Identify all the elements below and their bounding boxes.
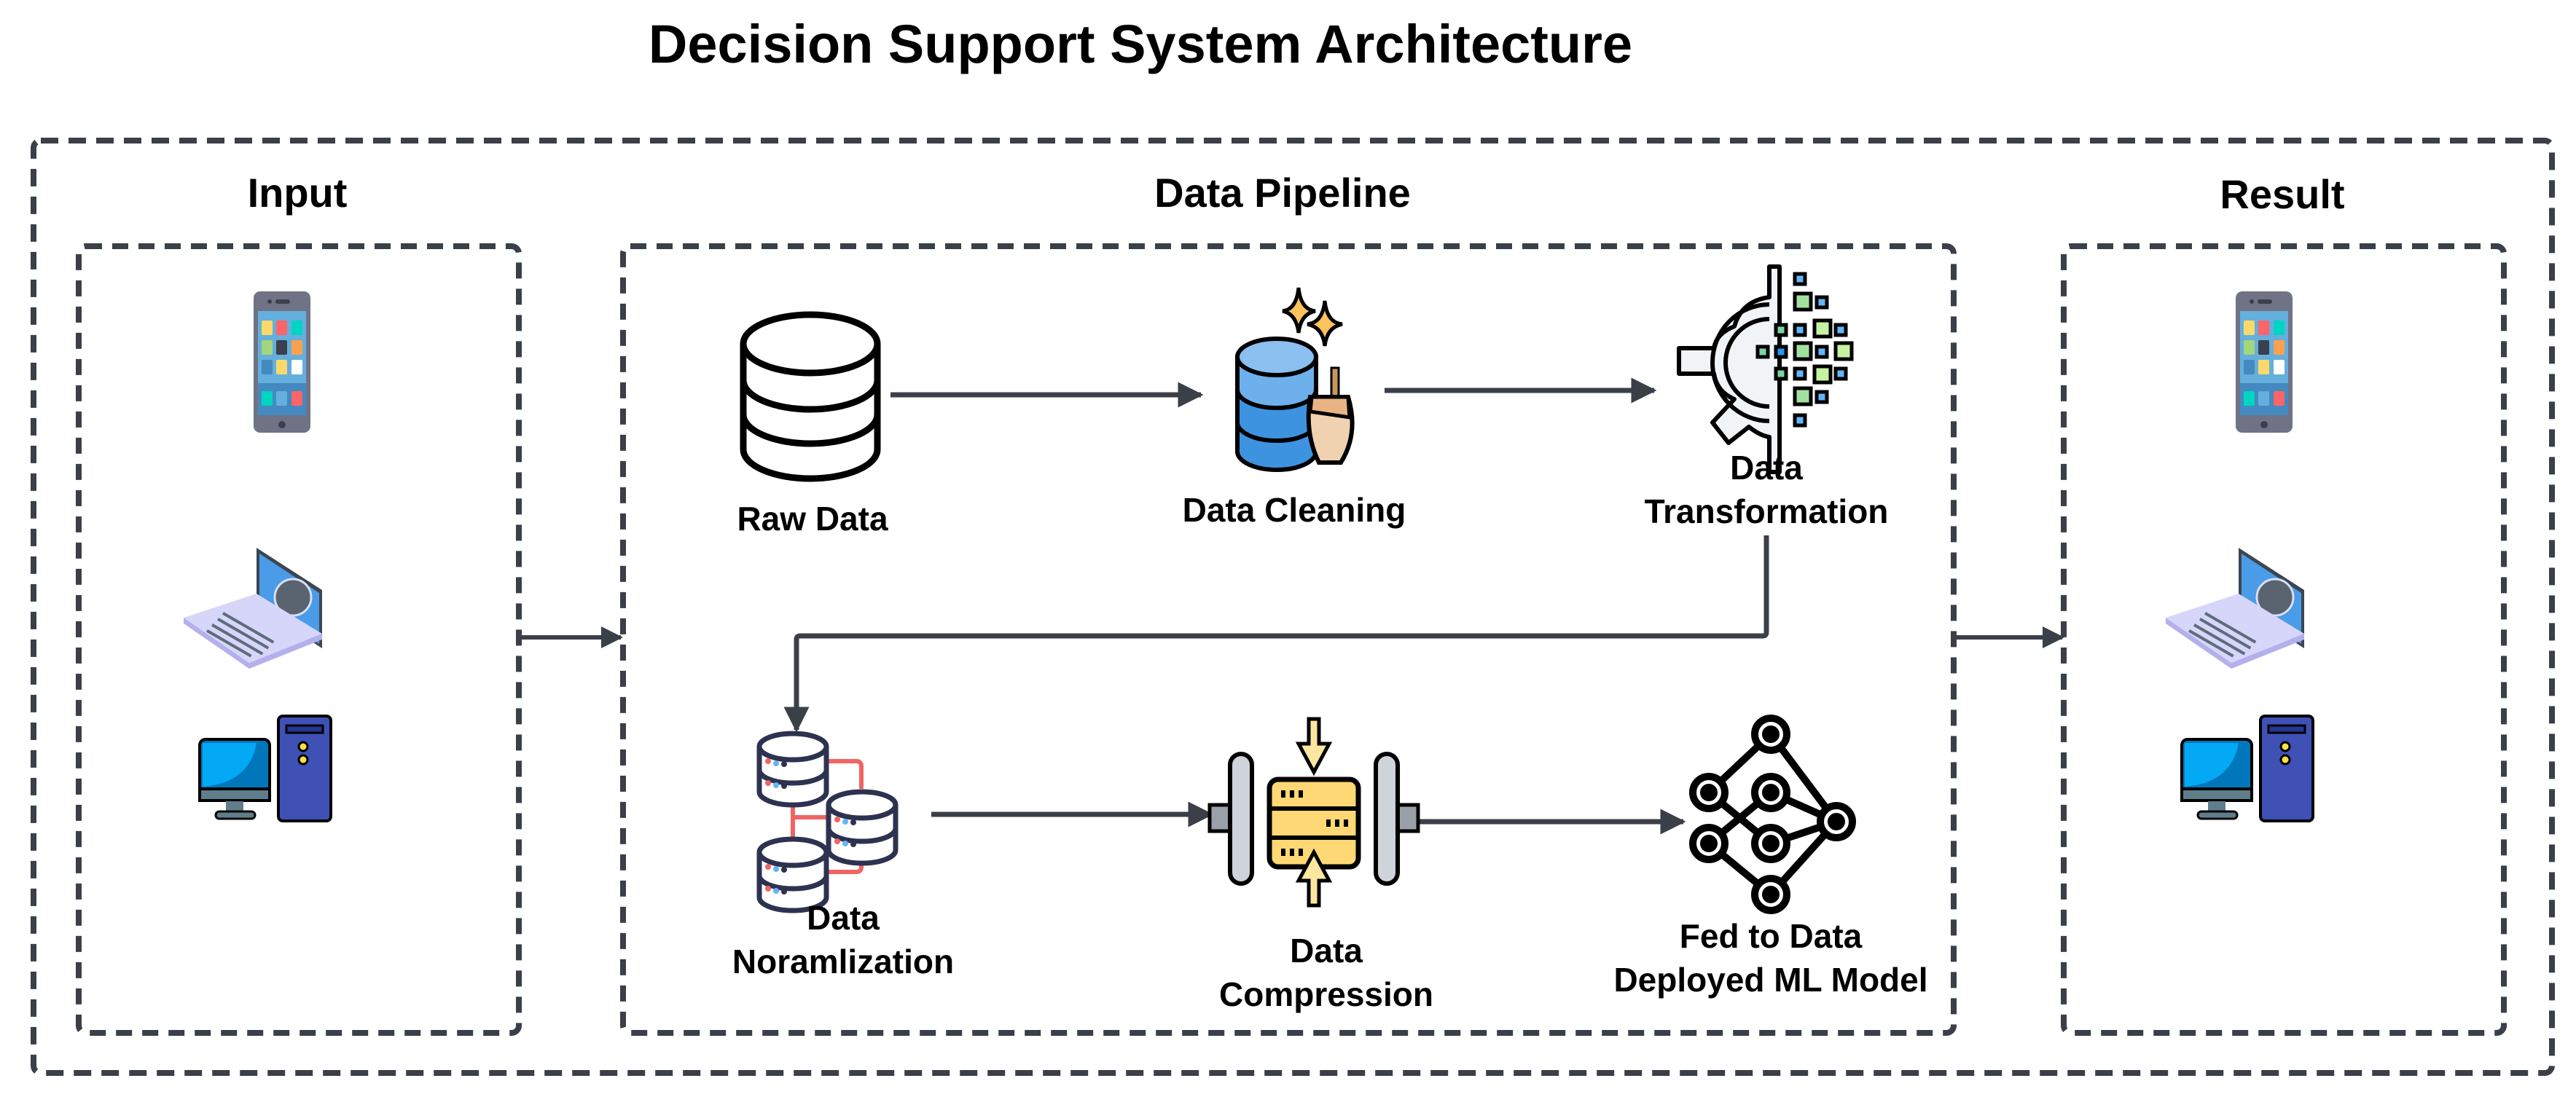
ml-model-label-line1: Fed to Data bbox=[1679, 917, 1863, 955]
outer-container bbox=[31, 138, 2555, 1076]
data-compression-icon bbox=[1207, 717, 1420, 908]
ml-model-label-line2: Deployed ML Model bbox=[1613, 961, 1928, 999]
data-transformation-label-line1: Data bbox=[1730, 449, 1803, 487]
arrow-transformation-to-normalization bbox=[783, 535, 1769, 733]
input-laptop-icon bbox=[184, 548, 322, 669]
db-unit-middle bbox=[826, 789, 899, 866]
data-cleaning-icon bbox=[1235, 287, 1355, 472]
result-section-label: Result bbox=[2220, 171, 2345, 217]
input-box bbox=[76, 243, 522, 1036]
result-box bbox=[2061, 243, 2507, 1036]
diagram-title: Decision Support System Architecture bbox=[648, 14, 1633, 74]
data-normalization-linked-databases-icon bbox=[756, 731, 899, 913]
data-compression-label-line1: Data bbox=[1290, 932, 1363, 970]
data-transformation-label: Data Transformation bbox=[1577, 446, 1956, 533]
input-section-label: Input bbox=[247, 170, 348, 216]
input-smartphone-icon bbox=[254, 291, 310, 433]
data-normalization-label: Data Noramlization bbox=[654, 896, 1033, 983]
result-laptop-icon bbox=[2166, 548, 2304, 669]
raw-data-label: Raw Data bbox=[737, 500, 888, 538]
data-transformation-label-line2: Transformation bbox=[1644, 492, 1889, 530]
data-normalization-label-line1: Data bbox=[807, 899, 880, 937]
data-cleaning-label: Data Cleaning bbox=[1182, 491, 1406, 529]
ml-model-neural-network-icon bbox=[1689, 715, 1856, 914]
input-desktop-computer-icon bbox=[198, 715, 332, 822]
raw-data-database-icon bbox=[740, 311, 881, 482]
db-unit-bottom bbox=[756, 836, 829, 913]
data-normalization-label-line2: Noramlization bbox=[732, 943, 955, 980]
data-compression-label: Data Compression bbox=[1137, 929, 1516, 1016]
pipeline-section-label: Data Pipeline bbox=[1154, 170, 1411, 216]
data-transformation-gear-icon bbox=[1677, 264, 1854, 474]
db-unit-top bbox=[756, 731, 829, 808]
pipeline-box bbox=[620, 243, 1957, 1036]
result-smartphone-icon bbox=[2236, 291, 2293, 433]
result-desktop-computer-icon bbox=[2180, 715, 2314, 822]
ml-model-label: Fed to Data Deployed ML Model bbox=[1581, 914, 1960, 1002]
data-compression-label-line2: Compression bbox=[1219, 975, 1433, 1013]
